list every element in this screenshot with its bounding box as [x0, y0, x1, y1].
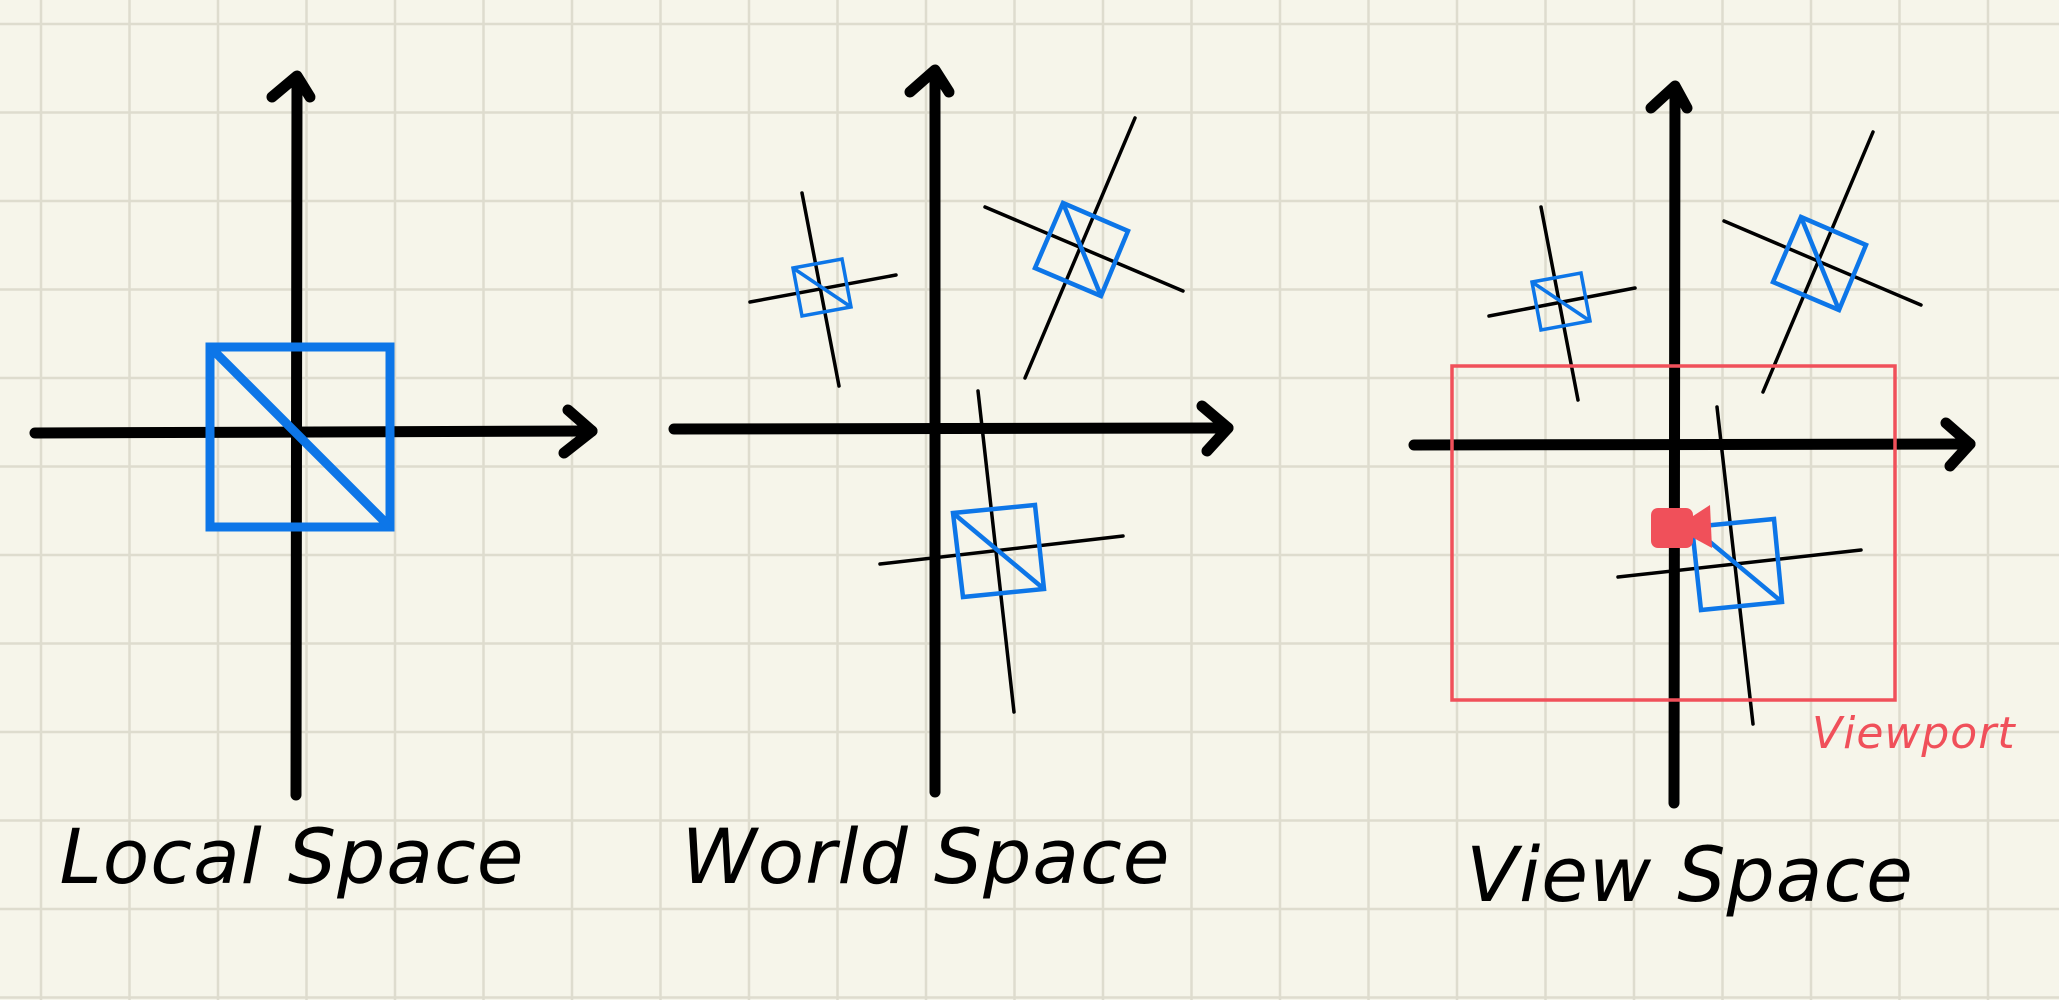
view-object-small	[1487, 205, 1637, 402]
view-space-title: View Space	[1466, 830, 1914, 919]
world-object-rotated	[983, 116, 1185, 380]
y-axis	[1668, 82, 1681, 809]
view-space-axes	[1408, 80, 1976, 809]
local-x-axis	[1616, 548, 1863, 579]
x-axis	[29, 425, 598, 439]
object-diagonal	[1531, 280, 1591, 323]
x-axis	[668, 422, 1234, 435]
view-object-large	[1616, 405, 1863, 726]
y-axis-arrowhead	[1645, 80, 1693, 114]
local-space-panel	[29, 70, 598, 801]
object-diagonal	[1798, 216, 1842, 311]
object-diagonal	[951, 511, 1046, 591]
viewport-label: Viewport	[1812, 708, 2016, 759]
local-space-title: Local Space	[59, 812, 525, 901]
object-diagonal	[1060, 202, 1104, 297]
world-space-axes	[668, 64, 1234, 798]
x-axis-arrowhead	[1196, 400, 1234, 457]
view-object-rotated	[1722, 130, 1923, 394]
world-space-title: World Space	[681, 812, 1171, 901]
local-y-axis	[800, 191, 841, 388]
local-space-axes	[29, 70, 598, 801]
viewport-rect	[1450, 364, 1897, 702]
x-axis-arrowhead	[1940, 417, 1976, 472]
local-x-axis	[1722, 219, 1923, 307]
camera-icon	[1651, 505, 1712, 548]
local-object	[205, 342, 395, 532]
object-diagonal	[206, 343, 394, 531]
x-axis-arrowhead	[558, 404, 598, 459]
object-diagonal	[792, 266, 852, 309]
world-object-large	[878, 389, 1125, 714]
local-x-axis	[878, 534, 1125, 566]
x-axis	[1408, 438, 1976, 451]
world-space-panel	[668, 64, 1234, 798]
y-axis-arrowhead	[266, 70, 316, 103]
view-space-panel	[1408, 80, 1976, 809]
object-square	[205, 342, 395, 532]
world-object-small	[748, 191, 898, 388]
y-axis-arrowhead	[904, 64, 955, 98]
local-y-axis	[1539, 205, 1580, 402]
